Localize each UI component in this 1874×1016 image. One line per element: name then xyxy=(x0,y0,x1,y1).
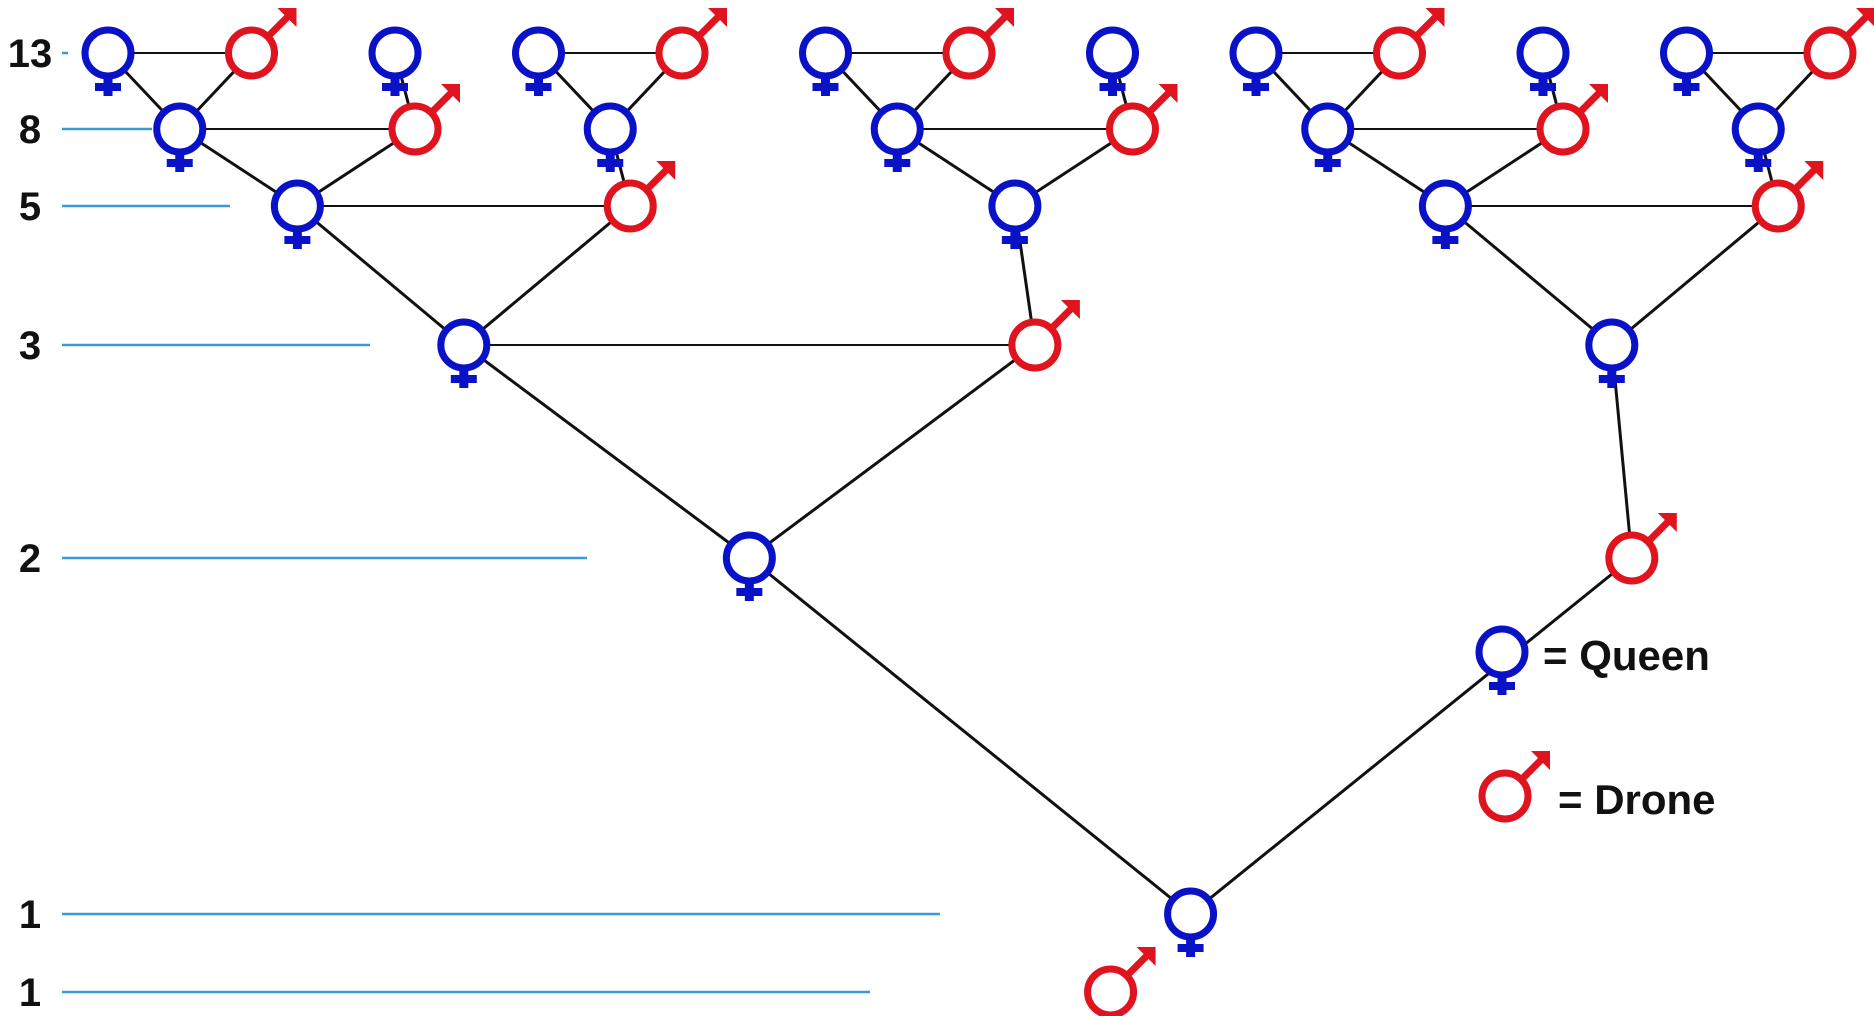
generation-count-label: 5 xyxy=(19,185,41,229)
queen-icon xyxy=(1660,26,1713,96)
queen-icon xyxy=(153,102,207,172)
legend-drone-icon xyxy=(1478,751,1550,823)
queen-icon xyxy=(988,179,1042,249)
legend-queen-icon xyxy=(1475,625,1529,695)
generation-count-label: 13 xyxy=(8,32,53,76)
queen-icon xyxy=(437,318,491,388)
drone-icon xyxy=(1803,8,1874,80)
parent-edge xyxy=(1610,204,1780,347)
drone-icon xyxy=(1106,84,1178,156)
drone-icon xyxy=(1084,947,1156,1016)
generation-count-label: 3 xyxy=(19,324,41,368)
queen-icon xyxy=(270,179,324,249)
queen-icon xyxy=(368,26,422,96)
legend: = Queen = Drone xyxy=(1475,625,1716,823)
tree-nodes xyxy=(81,8,1874,1016)
drone-icon xyxy=(942,8,1014,80)
drone-icon xyxy=(388,84,460,156)
drone-icon xyxy=(655,8,727,80)
queen-icon xyxy=(1585,318,1639,388)
legend-drone-label: = Drone xyxy=(1558,776,1716,823)
drone-icon xyxy=(1536,84,1608,156)
queen-icon xyxy=(722,531,776,601)
parent-edge xyxy=(1444,204,1613,347)
legend-queen-label: = Queen xyxy=(1543,632,1710,679)
parent-edge xyxy=(462,204,632,347)
queen-icon xyxy=(870,102,924,172)
generation-labels: 13 8 5 3 2 1 1 xyxy=(8,32,53,1015)
generation-count-label: 8 xyxy=(19,108,41,152)
queen-icon xyxy=(81,26,135,96)
queen-icon xyxy=(1301,102,1355,172)
parent-edge xyxy=(1189,556,1633,916)
drone-icon xyxy=(603,161,676,233)
queen-icon xyxy=(1731,102,1785,172)
parent-edge xyxy=(296,204,465,347)
drone-icon xyxy=(1008,300,1080,372)
queen-icon xyxy=(1086,26,1139,96)
queen-icon xyxy=(1418,179,1472,249)
drone-icon xyxy=(1605,513,1677,585)
generation-count-label: 1 xyxy=(19,893,41,937)
drone-icon xyxy=(1478,751,1550,823)
generation-guide-lines xyxy=(62,51,940,994)
queen-icon xyxy=(1475,625,1529,695)
parent-edge xyxy=(748,556,1192,916)
queen-icon xyxy=(512,26,565,96)
queen-icon xyxy=(1229,26,1283,96)
queen-icon xyxy=(583,102,637,172)
drone-icon xyxy=(1373,8,1445,80)
generation-count-label: 2 xyxy=(19,537,41,581)
generation-count-label: 1 xyxy=(19,971,41,1015)
parent-edge xyxy=(748,343,1036,560)
queen-icon xyxy=(1164,887,1218,957)
drone-icon xyxy=(1751,161,1824,233)
queen-icon xyxy=(799,26,852,96)
parent-edge xyxy=(462,343,751,560)
queen-icon xyxy=(1516,26,1570,96)
drone-icon xyxy=(225,8,297,80)
